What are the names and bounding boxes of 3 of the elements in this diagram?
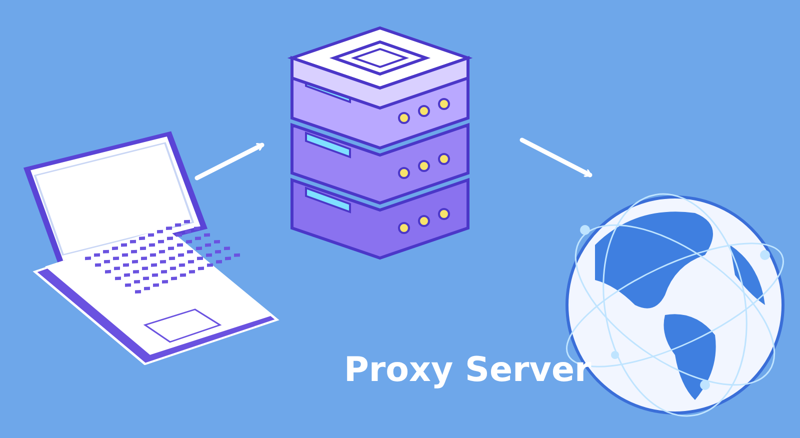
arrow [194,142,264,180]
arrow [520,138,592,178]
caption-text: Proxy Server [344,350,592,390]
